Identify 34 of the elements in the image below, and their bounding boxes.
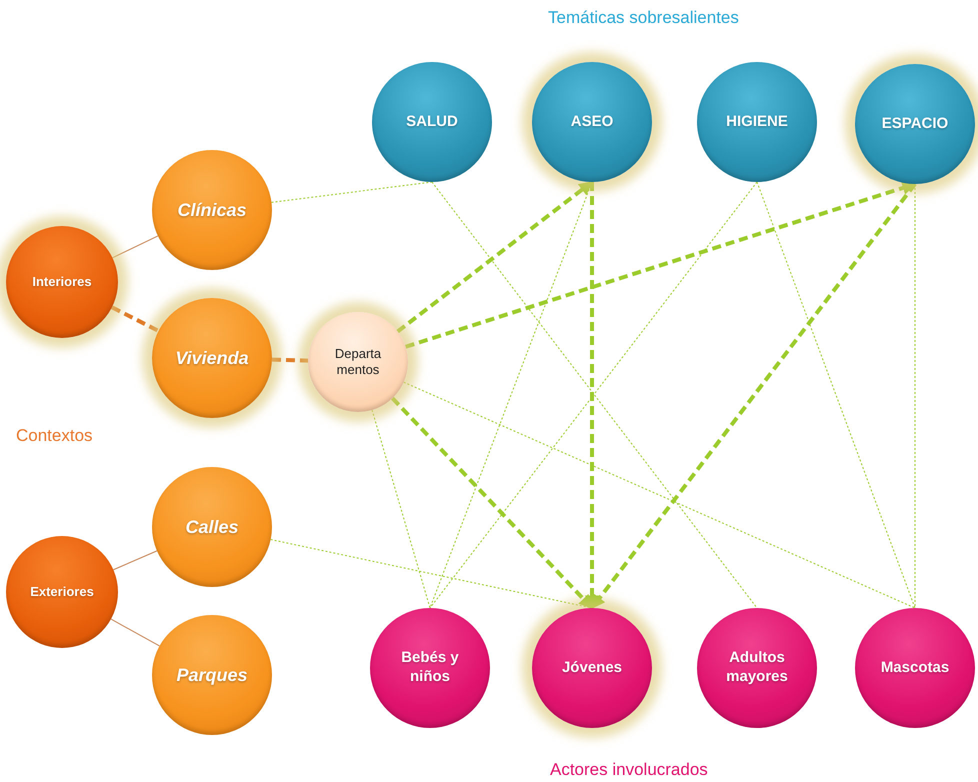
node-label: HIGIENE [726,112,788,132]
connector-line [112,235,158,258]
connector-line [372,409,430,608]
arrow [585,182,599,610]
subcontext-circle [152,298,272,418]
connector-line [271,182,432,203]
node-label: SALUD [406,112,458,132]
context-circle [6,226,118,338]
node-label: Bebés y niños [400,649,460,687]
node-label: ESPACIO [882,114,948,134]
node-label: Vivienda [175,346,249,370]
node-label: Calles [185,516,239,538]
connector-line [110,618,160,646]
node-label: Parques [176,664,248,686]
node-label: Interiores [32,274,92,290]
node-label: Mascotas [880,658,950,678]
node-label: Adultos mayores [725,649,789,687]
connector-line [112,550,158,570]
topic-circle [855,64,975,184]
connector-line [111,306,160,333]
node-label: Exteriores [30,584,94,600]
connector-line [403,382,916,608]
group-heading: Contextos [16,426,93,446]
group-heading: Temáticas sobresalientes [548,8,739,28]
node-label: Jóvenes [562,658,622,678]
node-label: Clínicas [177,198,247,222]
connector-line [272,358,308,363]
topic-circle [532,62,652,182]
node-label: Departa mentos [334,346,382,378]
subcontext-circle [308,312,408,412]
group-heading: Actores involucrados [550,760,708,780]
connector-line [756,182,916,608]
actor-circle [532,608,652,728]
node-label: ASEO [570,112,614,132]
